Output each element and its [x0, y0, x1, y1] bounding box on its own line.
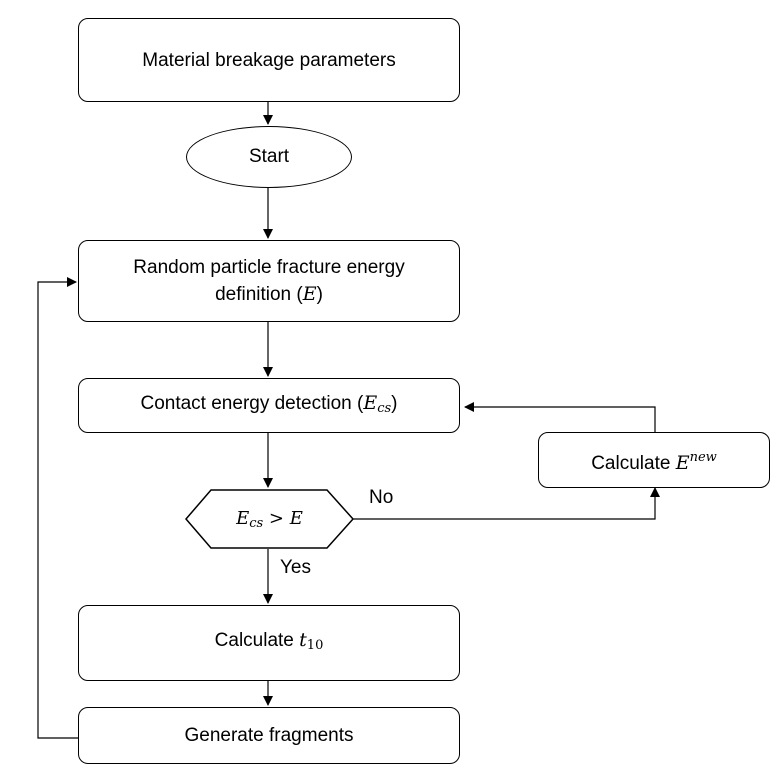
random-energy-box: Random particle fracture energy definiti…	[78, 240, 460, 322]
calculate-t10-label: Calculate t10	[215, 627, 324, 659]
start-label: Start	[248, 146, 290, 167]
decision-condition: Ecs > E	[186, 490, 353, 548]
arrow-calc-new-to-contact	[464, 402, 656, 432]
contact-energy-box: Contact energy detection (Ecs)	[78, 378, 460, 433]
contact-energy-prefix: Contact energy detection (	[140, 392, 364, 414]
contact-energy-label: Contact energy detection (Ecs)	[140, 390, 397, 422]
energy-variable: E	[302, 283, 317, 305]
arrow-generate-to-random	[37, 277, 78, 739]
calculate-t10-prefix: Calculate	[214, 630, 300, 651]
start-terminal: Start	[186, 126, 352, 188]
t10-variable: t10	[299, 629, 324, 653]
t10-var: t	[299, 629, 307, 651]
random-energy-line2: definition (E)	[215, 281, 323, 308]
t10-subscript: 10	[306, 638, 324, 653]
arrow-decision-to-calc-new	[353, 487, 660, 520]
generate-fragments-label: Generate fragments	[184, 725, 354, 746]
decision-expression: Ecs > E	[236, 508, 303, 531]
generate-fragments-box: Generate fragments	[78, 707, 460, 764]
calculate-t10-box: Calculate t10	[78, 605, 460, 681]
random-energy-line2-prefix: definition (	[215, 284, 303, 305]
no-branch-label: No	[369, 487, 394, 508]
calculate-new-prefix: Calculate	[591, 452, 676, 474]
new-energy-variable: Enew	[675, 449, 717, 474]
yes-branch-label: Yes	[280, 557, 311, 578]
new-energy-var: E	[675, 451, 690, 474]
contact-energy-variable: Ecs	[363, 391, 392, 416]
material-parameters-label: Material breakage parameters	[142, 49, 396, 71]
calculate-new-energy-box: Calculate Enew	[538, 432, 770, 488]
contact-energy-suffix: )	[391, 392, 398, 414]
contact-energy-subscript: cs	[377, 400, 392, 416]
random-energy-line2-suffix: )	[316, 284, 323, 305]
decision-var-right: E	[289, 507, 303, 529]
new-energy-superscript: new	[689, 449, 717, 465]
decision-hexagon	[185, 489, 355, 549]
material-parameters-box: Material breakage parameters	[78, 18, 460, 102]
calculate-new-energy-label: Calculate Enew	[591, 444, 717, 477]
contact-energy-var: E	[363, 391, 378, 414]
random-energy-line1: Random particle fracture energy	[133, 257, 405, 278]
decision-subscript: cs	[249, 515, 264, 531]
decision-operator: >	[263, 507, 290, 529]
decision-var-left: E	[236, 507, 250, 529]
